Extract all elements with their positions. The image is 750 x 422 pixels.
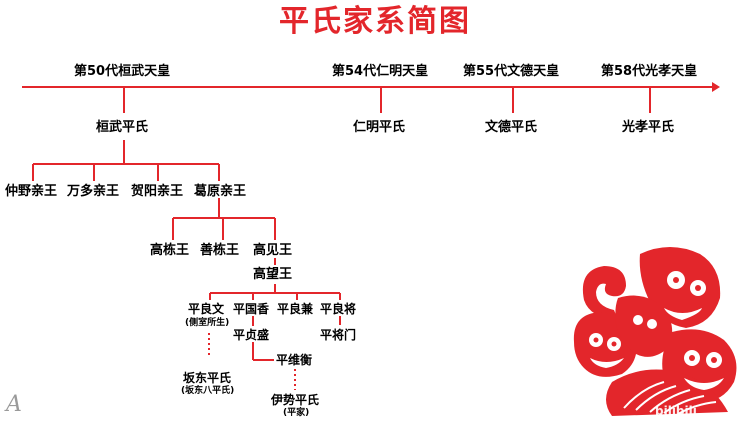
masakado: 平将门	[320, 328, 357, 342]
clan-montoku: 文德平氏	[485, 120, 538, 135]
king-takamochi: 高望王	[253, 267, 293, 282]
butterfly-crest-icon	[573, 247, 737, 416]
timeline-arrowhead	[712, 82, 720, 92]
emperor-montoku: 第55代文德天皇	[463, 64, 560, 79]
son-yoshimasa: 平良将	[320, 302, 357, 316]
prince-kazurahara: 葛原亲王	[194, 184, 247, 199]
king-takamune: 高栋王	[150, 243, 190, 258]
emperor-kammu: 第50代桓武天皇	[74, 64, 171, 79]
prince-kaya: 贺阳亲王	[131, 184, 184, 199]
prince-manta: 万多亲王	[67, 184, 120, 199]
emperor-koko: 第58代光孝天皇	[601, 64, 698, 79]
clan-koko: 光孝平氏	[622, 120, 675, 135]
bando-heishi-note: (坂东八平氏)	[181, 386, 235, 396]
emperor-ninmyo: 第54代仁明天皇	[332, 64, 429, 79]
watermark-letter: A	[6, 392, 22, 417]
bando-heishi: 坂东平氏	[183, 371, 232, 385]
king-yoshimune: 善栋王	[200, 243, 240, 258]
son-kunika: 平国香	[233, 302, 270, 316]
prince-nakano: 仲野亲王	[5, 184, 58, 199]
clan-ninmyo: 仁明平氏	[353, 120, 406, 135]
son-yoshikane: 平良兼	[277, 302, 314, 316]
sadamori: 平贞盛	[233, 328, 270, 342]
korehira: 平维衡	[276, 353, 313, 367]
ise-heishi-note: (平家)	[283, 408, 310, 418]
watermark-logo: bilibili	[655, 404, 697, 418]
son-yoshifumi-note: (侧室所生)	[185, 318, 230, 328]
ise-heishi: 伊势平氏	[271, 393, 320, 407]
son-yoshifumi: 平良文	[188, 302, 225, 316]
diagram-title: 平氏家系简图	[279, 4, 471, 39]
king-takami: 高见王	[253, 243, 293, 258]
clan-kammu: 桓武平氏	[96, 120, 149, 135]
